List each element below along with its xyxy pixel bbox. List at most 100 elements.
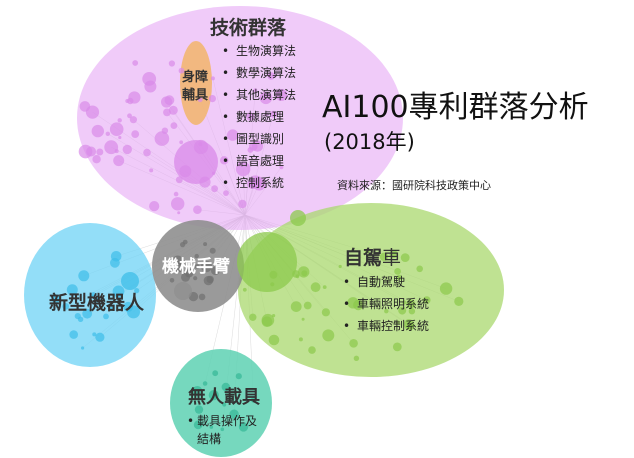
autonomous-car-item: • 自動駕駛: [343, 271, 405, 293]
network-nodes: [51, 60, 464, 432]
network-node: [103, 313, 109, 320]
bullet-dot: •: [187, 414, 195, 428]
network-node: [69, 330, 78, 339]
network-node: [179, 140, 184, 145]
network-node: [112, 285, 125, 298]
network-node: [236, 161, 251, 177]
tech-cluster-item-text: 數學演算法: [236, 66, 297, 80]
network-node: [264, 113, 269, 117]
network-node: [246, 112, 255, 121]
network-node: [91, 292, 96, 297]
bullet-dot: •: [222, 66, 230, 80]
network-node: [353, 299, 364, 311]
network-node: [51, 294, 61, 303]
bullet-dot: •: [343, 297, 351, 311]
network-node: [194, 405, 204, 414]
network-node: [261, 316, 273, 328]
network-node: [198, 293, 206, 301]
network-node: [379, 252, 389, 261]
network-node: [221, 382, 230, 392]
network-node: [454, 296, 464, 306]
network-node: [275, 89, 288, 101]
network-node: [122, 144, 132, 155]
network-node: [406, 299, 416, 309]
network-node: [249, 313, 257, 321]
autonomous-car-label-part2: 車: [382, 247, 402, 269]
network-node: [82, 308, 93, 319]
network-node: [310, 282, 321, 293]
network-node: [202, 381, 208, 386]
network-node: [235, 373, 242, 380]
network-node: [168, 60, 175, 67]
network-node: [267, 72, 276, 80]
network-node: [210, 76, 215, 81]
network-node: [403, 319, 415, 330]
network-node: [66, 284, 78, 296]
unmanned-vehicle-item-cont: 結構: [197, 430, 221, 448]
network-node: [349, 339, 358, 348]
network-node: [222, 402, 227, 407]
network-node: [93, 296, 100, 303]
network-node: [78, 144, 93, 159]
disability-aid-label-line1: 身障: [182, 70, 209, 85]
tech-cluster-item-text: 生物演算法: [236, 44, 297, 58]
network-node: [394, 268, 401, 275]
autonomous-car-label: 自駕車: [344, 243, 401, 270]
unmanned-vehicle-item-line2: 結構: [197, 432, 222, 446]
tech-cluster-item-text: 控制系統: [236, 176, 285, 190]
network-node: [178, 67, 185, 74]
network-node: [321, 308, 330, 317]
bullet-dot: •: [343, 275, 351, 289]
network-node: [227, 129, 239, 141]
network-node: [173, 191, 179, 197]
network-node: [301, 317, 305, 321]
network-node: [203, 242, 208, 247]
network-node: [128, 91, 141, 104]
network-node: [127, 305, 140, 319]
new-robot-cluster-ellipse: [24, 223, 156, 367]
network-node: [184, 268, 194, 278]
network-node: [298, 337, 303, 342]
network-node: [238, 422, 249, 432]
network-node: [416, 265, 424, 273]
network-node: [62, 303, 70, 310]
network-node: [253, 88, 258, 93]
network-node: [149, 201, 160, 212]
network-node: [389, 250, 398, 259]
network-node: [109, 306, 114, 311]
hub-node: [290, 210, 306, 226]
unmanned-vehicle-label: 無人載具: [188, 387, 260, 408]
network-node: [269, 110, 277, 118]
network-node: [144, 80, 157, 93]
network-node: [395, 320, 400, 325]
network-node: [77, 316, 84, 322]
bullet-dot: •: [222, 176, 230, 190]
network-node: [208, 390, 219, 401]
network-node: [290, 301, 302, 312]
tech-cluster-item: •數據處理: [222, 106, 284, 128]
autonomous-car-item: •車輛照明系統: [343, 293, 429, 315]
hub-node: [237, 232, 297, 292]
network-node: [109, 122, 124, 136]
network-node: [211, 266, 220, 276]
network-node: [127, 113, 132, 119]
network-node: [118, 135, 122, 140]
tech-cluster-label: 技術群落: [210, 17, 287, 39]
network-node: [250, 397, 256, 403]
network-node: [78, 270, 90, 282]
network-node: [173, 261, 185, 273]
network-node: [194, 264, 200, 270]
tech-cluster-item: •語音處理: [222, 150, 284, 172]
new-robot-label: 新型機器人: [49, 292, 145, 314]
network-node: [197, 97, 203, 103]
network-node: [259, 91, 273, 105]
network-node: [104, 140, 119, 155]
autonomous-car-item-text: 自動駕駛: [357, 275, 406, 289]
network-node: [209, 247, 216, 254]
diagram-subtitle: (2018年): [324, 130, 415, 154]
tech-cluster-item: • 控制系統: [222, 172, 284, 194]
network-node: [322, 329, 335, 342]
network-node: [200, 260, 213, 273]
tech-cluster-item: •生物演算法: [222, 40, 296, 62]
tech-cluster-ellipse: [77, 6, 403, 230]
